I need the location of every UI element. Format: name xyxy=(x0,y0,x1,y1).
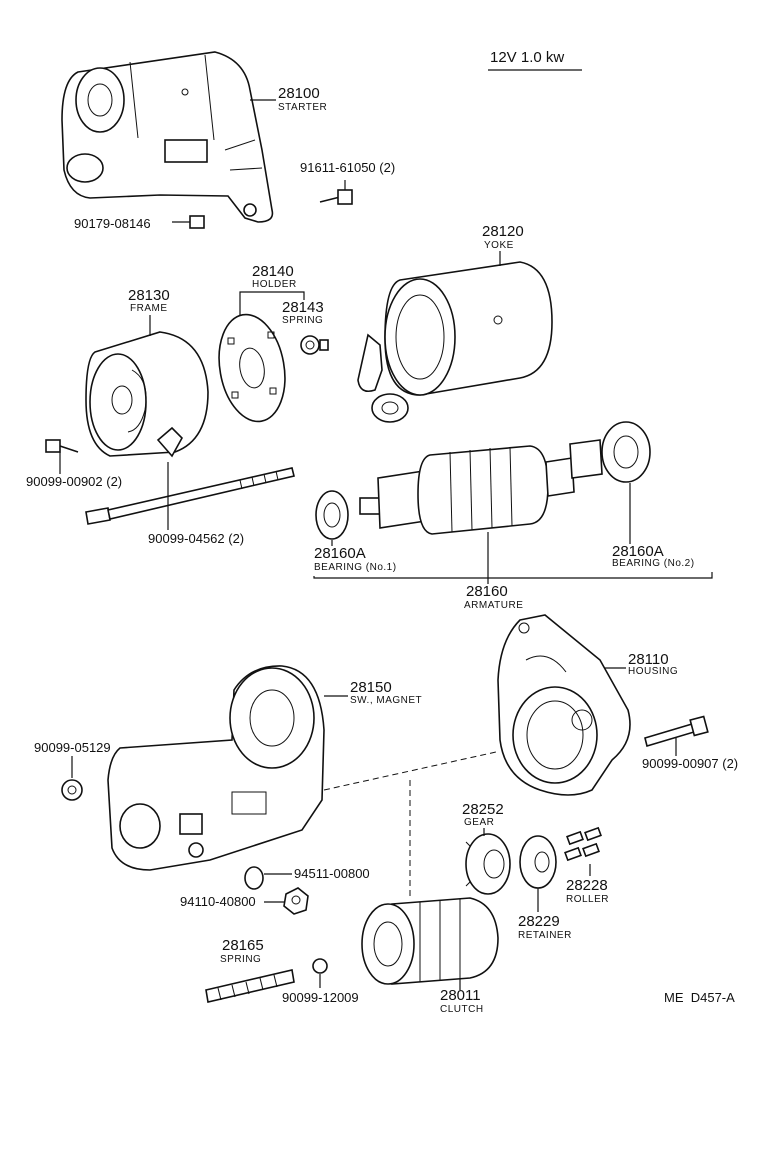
washer-94511-illustration xyxy=(244,866,264,890)
spring-28143-part-name: SPRING xyxy=(282,315,323,326)
holder-part-number: 28140 xyxy=(252,263,294,280)
housing-part-name: HOUSING xyxy=(628,666,678,677)
bearing-no2-part-name: BEARING (No.2) xyxy=(612,558,695,569)
clutch-part-number: 28011 xyxy=(440,987,481,1004)
washer-94511-part-number: 94511-00800 xyxy=(294,866,370,881)
frame-part-number: 28130 xyxy=(128,287,170,304)
retainer-part-name: RETAINER xyxy=(518,930,572,941)
yoke-illustration xyxy=(357,261,553,423)
gear-illustration xyxy=(465,833,511,895)
retainer-illustration xyxy=(519,835,557,889)
gear-part-name: GEAR xyxy=(464,817,494,828)
armature-part-number: 28160 xyxy=(466,583,508,600)
nut-94110-part-number: 94110-40800 xyxy=(180,894,256,909)
yoke-part-number: 28120 xyxy=(482,223,524,240)
magnet-switch-part-number: 28150 xyxy=(350,679,392,696)
spring-28143-illustration xyxy=(300,335,329,355)
clutch-part-name: CLUTCH xyxy=(440,1004,484,1015)
bolt-90099-00907-part-number: 90099-00907 (2) xyxy=(642,756,738,771)
starter-part-name: STARTER xyxy=(278,102,327,113)
armature-illustration xyxy=(359,439,603,535)
screw-90099-00902-illustration xyxy=(45,439,79,453)
bearing-no2-illustration xyxy=(601,421,651,483)
armature-part-name: ARMATURE xyxy=(464,600,523,611)
voltage-spec: 12V 1.0 kw xyxy=(490,49,564,66)
bolt-90099-00907-illustration xyxy=(644,715,709,748)
spring-28165-illustration xyxy=(205,969,295,1003)
bearing-no1-illustration xyxy=(315,490,349,540)
clutch-illustration xyxy=(361,897,499,985)
cap-90099-05129-illustration xyxy=(61,779,83,801)
spring-28165-part-number: 28165 xyxy=(222,937,264,954)
holder-bracket xyxy=(239,291,305,316)
starter-illustration xyxy=(61,51,274,223)
nut-90179-illustration xyxy=(189,215,205,229)
armature-bracket xyxy=(313,572,713,579)
ball-90099-12009-illustration xyxy=(312,958,328,974)
bearing-no1-part-name: BEARING (No.1) xyxy=(314,562,397,573)
gear-part-number: 28252 xyxy=(462,801,504,818)
frame-part-name: FRAME xyxy=(130,303,168,314)
bolt-91611-illustration xyxy=(319,180,353,205)
through-bolt-part-number: 90099-04562 (2) xyxy=(148,531,244,546)
through-bolt-illustration xyxy=(85,467,295,525)
cap-90099-05129-part-number: 90099-05129 xyxy=(34,740,111,755)
starter-part-number: 28100 xyxy=(278,85,320,102)
roller-illustration xyxy=(564,826,602,862)
nut-90179-part-number: 90179-08146 xyxy=(74,216,151,231)
diagram-code: ME D457-A xyxy=(664,990,735,1005)
housing-illustration xyxy=(497,614,631,796)
yoke-part-name: YOKE xyxy=(484,240,514,251)
holder-part-name: HOLDER xyxy=(252,279,297,290)
magnet-switch-illustration xyxy=(107,665,325,871)
roller-part-name: ROLLER xyxy=(566,894,609,905)
retainer-part-number: 28229 xyxy=(518,913,560,930)
spring-28165-part-name: SPRING xyxy=(220,954,261,965)
bearing-no1-part-number: 28160A xyxy=(314,545,366,562)
magnet-switch-part-name: SW., MAGNET xyxy=(350,695,422,706)
bearing-no2-part-number: 28160A xyxy=(612,543,664,560)
bolt-91611-part-number: 91611-61050 (2) xyxy=(300,160,395,175)
roller-part-number: 28228 xyxy=(566,877,608,894)
holder-illustration xyxy=(218,313,286,423)
nut-94110-illustration xyxy=(283,887,309,915)
screw-90099-00902-part-number: 90099-00902 (2) xyxy=(26,474,122,489)
ball-90099-12009-part-number: 90099-12009 xyxy=(282,990,359,1005)
spring-28143-part-number: 28143 xyxy=(282,299,324,316)
housing-part-number: 28110 xyxy=(628,651,669,668)
frame-illustration xyxy=(85,331,209,458)
